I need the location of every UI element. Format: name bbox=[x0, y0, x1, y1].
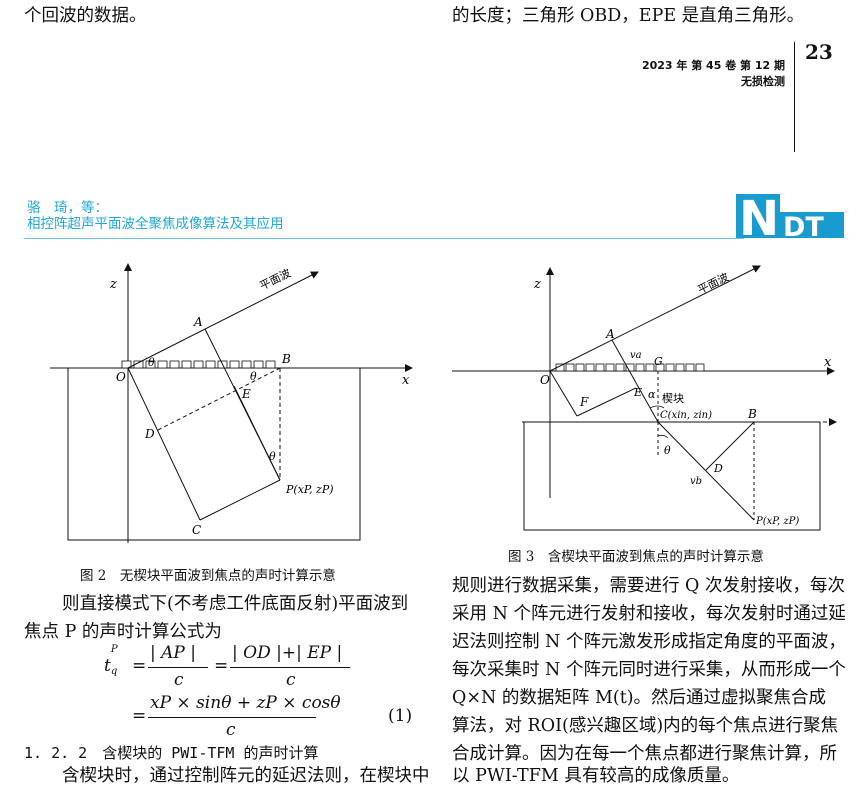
formula-sub: q bbox=[110, 666, 118, 677]
fig2-label-E: E bbox=[241, 387, 251, 401]
journal-name: 无损检测 bbox=[741, 75, 785, 88]
formula-number: (1) bbox=[388, 706, 413, 726]
running-head-rule bbox=[24, 238, 744, 239]
formula-d2: c bbox=[286, 670, 296, 690]
right-line-8: 以 PWI-TFM 具有较高的成像质量。 bbox=[452, 766, 740, 786]
fig3-label-wave: 平面波 bbox=[696, 271, 731, 297]
right-line-1: 规则进行数据采集，需要进行 Q 次发射接收，每次 bbox=[452, 576, 845, 596]
formula-t: t bbox=[104, 656, 111, 676]
svg-text:N: N bbox=[739, 191, 779, 240]
fig3-label-P: P(xP, zP) bbox=[755, 516, 799, 527]
ndt-logo-graphic: N DT bbox=[736, 191, 844, 247]
formula-d1: c bbox=[174, 670, 184, 690]
right-line-4: 每次采集时 N 个阵元同时进行采集，从而形成一个 bbox=[452, 660, 846, 680]
formula-d3: c bbox=[226, 720, 236, 740]
formula-n3: xP × sinθ + zP × cosθ bbox=[150, 693, 341, 713]
fig2-label-theta1: θ bbox=[148, 356, 155, 369]
fig3-label-x: x bbox=[824, 355, 832, 370]
fig3-label-va: va bbox=[630, 350, 642, 361]
formula-eq1: = bbox=[132, 656, 147, 676]
top-left-text: 个回波的数据。 bbox=[24, 6, 147, 26]
formula-eq2: = bbox=[214, 656, 229, 676]
left-para1-line2: 焦点 P 的声时计算公式为 bbox=[24, 622, 222, 642]
fig2-label-O: O bbox=[116, 370, 126, 384]
right-line-2: 采用 N 个阵元进行发射和接收，每次发射时通过延 bbox=[452, 604, 846, 624]
fig2-label-theta2: θ bbox=[250, 370, 257, 383]
right-line-7: 合成计算。因为在每一个焦点都进行聚焦计算，所 bbox=[452, 744, 837, 764]
formula-frac3 bbox=[148, 717, 316, 718]
fig2-label-x: x bbox=[402, 373, 410, 388]
fig2-caption: 图 2 无楔块平面波到焦点的声时计算示意 bbox=[80, 568, 336, 584]
formula-frac2 bbox=[230, 667, 350, 668]
fig3-label-theta: θ bbox=[664, 444, 671, 457]
fig2-label-A: A bbox=[193, 315, 203, 329]
fig3-label-z: z bbox=[533, 277, 541, 292]
running-head-authors: 骆 琦，等： bbox=[27, 200, 108, 216]
figure-2: z x 平面波 A B O θ θ θ E D C P(xP, zP) bbox=[50, 263, 413, 543]
formula-sup: P bbox=[110, 644, 118, 655]
fig2-label-C: C bbox=[192, 523, 201, 537]
journal-issue: 2023 年 第 45 卷 第 12 期 bbox=[641, 59, 785, 72]
ndt-logo: N DT bbox=[736, 190, 846, 247]
fig3-label-E: E bbox=[633, 386, 642, 399]
fig3-label-B: B bbox=[747, 407, 757, 421]
left-para2-line1: 含楔块时，通过控制阵元的延迟法则，在楔块中 bbox=[62, 766, 430, 786]
left-para1-line1: 则直接模式下(不考虑工件底面反射)平面波到 bbox=[62, 594, 409, 614]
fig2-label-D: D bbox=[144, 427, 155, 441]
fig3-label-alpha: α bbox=[648, 388, 656, 401]
fig3-label-F: F bbox=[579, 395, 589, 409]
fig3-label-vb: vb bbox=[690, 476, 702, 487]
formula-n1: | AP | bbox=[150, 643, 196, 663]
fig2-label-P: P(xP, zP) bbox=[285, 483, 334, 496]
fig3-label-wedge: 楔块 bbox=[662, 392, 684, 405]
fig3-label-D: D bbox=[713, 462, 723, 475]
figure-3: z x 平面波 A va G O F E α 楔块 C(xin, zin) B … bbox=[452, 265, 837, 531]
right-line-6: 算法，对 ROI(感兴趣区域)内的每个焦点进行聚焦 bbox=[452, 716, 839, 736]
fig3-caption: 图 3 含楔块平面波到焦点的声时计算示意 bbox=[508, 549, 764, 565]
running-head-title: 相控阵超声平面波全聚焦成像算法及其应用 bbox=[27, 216, 284, 232]
fig3-label-G: G bbox=[654, 355, 663, 368]
top-right-text: 的长度；三角形 OBD，EPE 是直角三角形。 bbox=[452, 6, 805, 26]
fig2-label-wave: 平面波 bbox=[258, 267, 293, 293]
fig3-label-C: C(xin, zin) bbox=[660, 410, 712, 421]
right-line-3: 迟法则控制 N 个阵元激发形成指定角度的平面波， bbox=[452, 632, 846, 652]
formula-eq3: = bbox=[132, 706, 147, 726]
page-number: 23 bbox=[805, 40, 833, 64]
logo-text: DT bbox=[783, 212, 824, 240]
right-line-5: Q×N 的数据矩阵 M(t)。然后通过虚拟聚焦合成 bbox=[452, 688, 827, 708]
section-heading: 1. 2. 2 含楔块的 PWI-TFM 的声时计算 bbox=[24, 744, 319, 762]
formula-n2: | OD |+| EP | bbox=[232, 643, 343, 663]
fig3-label-A: A bbox=[605, 327, 615, 341]
fig2-label-z: z bbox=[109, 277, 117, 292]
fig3-label-O: O bbox=[540, 373, 550, 387]
fig2-label-theta3: θ bbox=[269, 450, 276, 463]
header-vertical-rule bbox=[794, 42, 795, 152]
formula-frac1 bbox=[148, 667, 208, 668]
fig2-label-B: B bbox=[281, 352, 291, 366]
